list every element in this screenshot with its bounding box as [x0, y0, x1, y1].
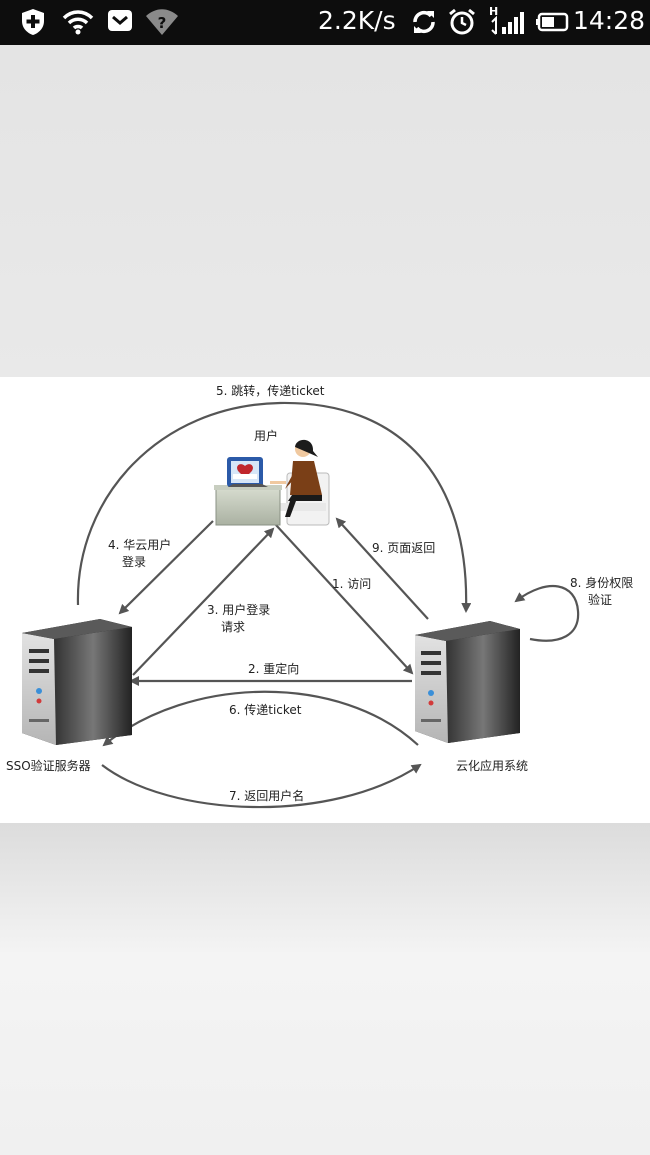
image-viewer-background-bottom [0, 823, 650, 1155]
wifi-icon [62, 10, 94, 35]
user-at-computer-illustration [214, 439, 330, 526]
step-label-4: 4. 华云用户 登录 [108, 538, 172, 569]
arrow-step5 [76, 401, 472, 613]
step-label-3: 3. 用户登录 请求 [207, 603, 271, 634]
step-label-8: 8. 身份权限 验证 [570, 576, 634, 607]
step-label-6: 6. 传递ticket [229, 703, 302, 717]
node-label-user: 用户 [254, 429, 279, 443]
network-speed: 2.2K/s [318, 6, 396, 35]
clock-time: 14:28 [573, 6, 646, 35]
status-bar: ? 2.2K/s H 14:28 [0, 0, 650, 45]
wifi-unknown-icon: ? [146, 9, 178, 35]
step-label-5: 5. 跳转，传递ticket [216, 384, 325, 398]
battery-icon [536, 12, 569, 32]
node-label-sso-server: SSO验证服务器 [6, 759, 91, 773]
cloud-app-server-illustration [415, 621, 520, 743]
arrow-step7 [101, 763, 422, 809]
arrow-step3 [132, 527, 275, 676]
sso-server-illustration [22, 619, 132, 745]
step-label-1: 1. 访问 [332, 577, 372, 591]
mail-icon [108, 10, 132, 31]
arrow-step4 [118, 520, 214, 615]
signal-icon [491, 12, 524, 35]
sync-icon [413, 10, 435, 34]
diagram-graphics [22, 401, 580, 809]
arrow-step9 [335, 517, 429, 620]
step-label-7: 7. 返回用户名 [229, 789, 305, 803]
arrow-step1 [275, 524, 414, 675]
svg-text:?: ? [158, 14, 167, 32]
signal-type-label: H [489, 5, 499, 18]
sso-flow-diagram[interactable]: 用户 SSO验证服务器 云化应用系统 5. 跳转，传递ticket 4. 华云用… [0, 377, 650, 823]
shield-plus-icon [22, 9, 44, 35]
alarm-icon [449, 8, 475, 35]
step-label-2: 2. 重定向 [248, 662, 300, 676]
arrow-step6 [102, 690, 419, 747]
image-viewer-background-top [0, 45, 650, 377]
step-label-9: 9. 页面返回 [372, 541, 436, 555]
node-label-cloud-app: 云化应用系统 [456, 759, 529, 773]
arrow-step8 [514, 584, 580, 642]
